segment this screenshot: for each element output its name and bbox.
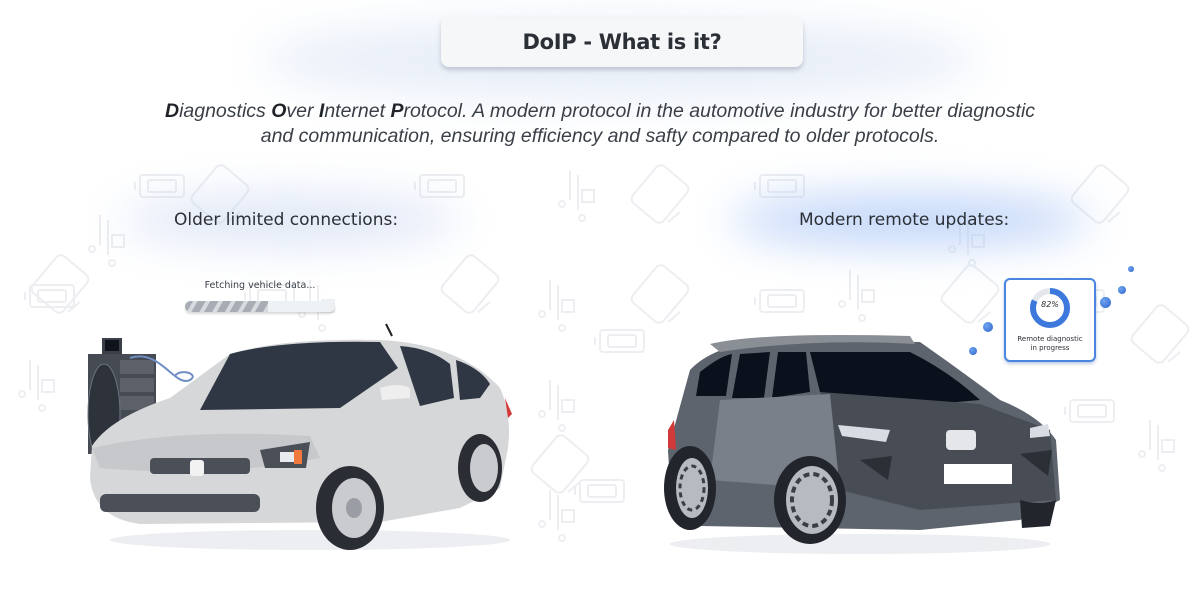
acronym-rest-p: rotocol.	[403, 100, 468, 122]
progress-label: Fetching vehicle data...	[204, 280, 316, 291]
signal-dot	[1100, 297, 1111, 308]
acronym-initial-i: I	[318, 100, 325, 122]
signal-dot	[1128, 266, 1134, 272]
suv-car-icon	[664, 335, 1060, 554]
acronym-rest-o: ver	[286, 100, 319, 122]
status-text: Remote diagnostic in progress	[1006, 335, 1094, 353]
right-heading-glow	[730, 195, 1090, 245]
acronym-rest-d: iagnostics	[179, 100, 272, 122]
left-section-heading: Older limited connections:	[174, 210, 399, 230]
acronym-initial-d: D	[164, 100, 180, 122]
status-text-line2: in progress	[1030, 344, 1070, 352]
acronym-initial-p: P	[390, 100, 404, 122]
description-text: A modern protocol in the automotive indu…	[260, 100, 1036, 147]
progress-ring	[1030, 288, 1070, 328]
left-heading-glow	[120, 195, 460, 245]
acronym-rest-i: nternet	[324, 100, 391, 122]
progress-ring-arc	[1030, 288, 1070, 328]
signal-dot	[983, 322, 993, 332]
title-card: DoIP - What is it?	[441, 17, 803, 67]
progress-percent: 82%	[1041, 300, 1059, 309]
remote-diagnostic-card: 82% Remote diagnostic in progress	[1004, 278, 1096, 362]
status-text-line1: Remote diagnostic	[1017, 335, 1083, 343]
acronym-initial-o: O	[271, 100, 287, 122]
progress-fill	[185, 301, 268, 312]
right-section-heading: Modern remote updates:	[799, 210, 1010, 230]
signal-dot	[1118, 286, 1126, 294]
sedan-car-icon	[87, 323, 512, 550]
signal-dot	[969, 347, 977, 355]
fetching-progress: Fetching vehicle data...	[185, 280, 335, 312]
progress-track	[185, 301, 335, 312]
page-title: DoIP - What is it?	[522, 30, 722, 54]
description: Diagnostics Over Internet Protocol. A mo…	[150, 99, 1050, 149]
